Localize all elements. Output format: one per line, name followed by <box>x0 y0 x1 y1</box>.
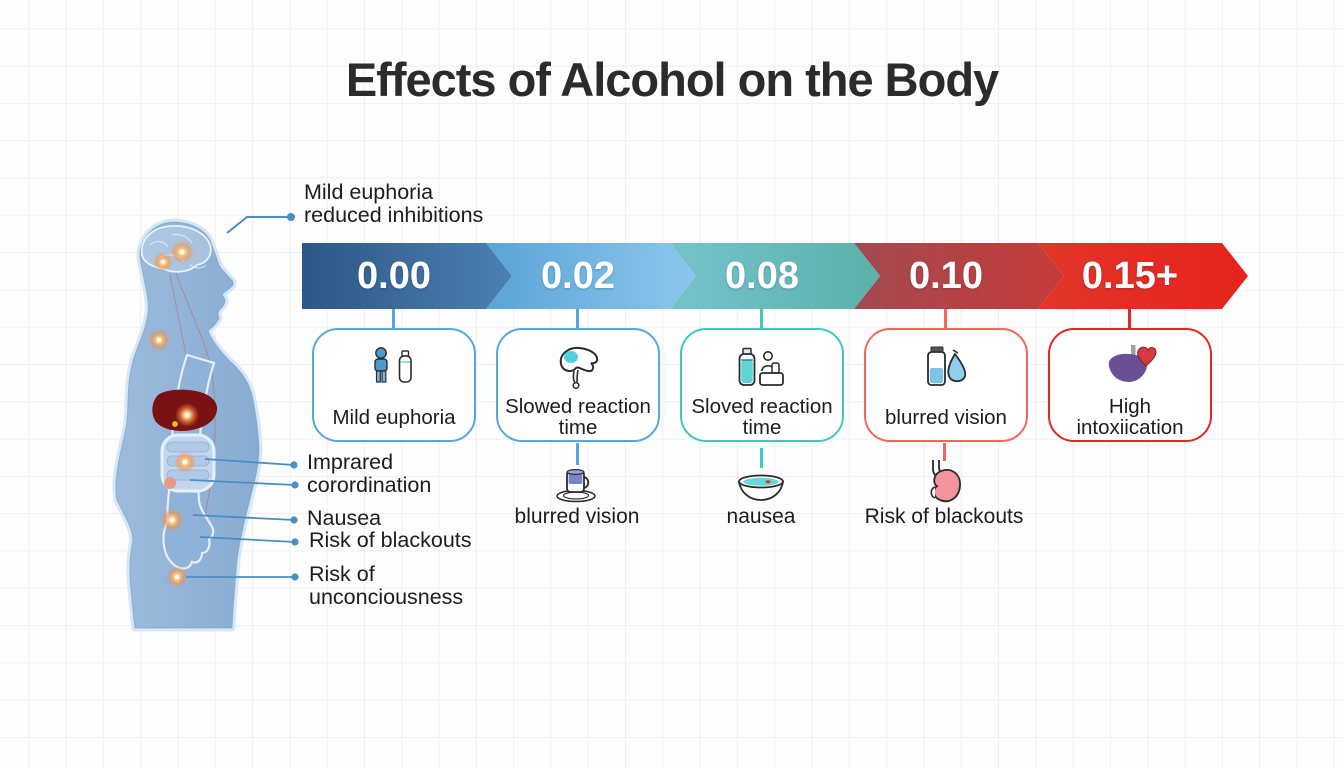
stage-box-blurred-vision: blurred vision <box>864 328 1028 442</box>
stage-label: Slowed reaction time <box>505 395 651 439</box>
bowl-icon <box>734 472 788 509</box>
bac-segment-0.00: 0.00 <box>302 243 512 309</box>
annotation-line: corordination <box>307 472 432 497</box>
liver-icon <box>551 340 605 394</box>
annotation-risk-of-unconsciousness: Risk of unconciousness <box>309 563 463 608</box>
bottle-and-figure-icon <box>735 340 789 394</box>
person-and-bottle-icon <box>371 340 417 394</box>
stage-box-high-intoxication: High intoxiication <box>1048 328 1212 442</box>
annotation-impaired-coordination: Imprared corordination <box>307 451 431 496</box>
annotation-line: unconciousness <box>309 584 464 609</box>
bac-segment-0.10: 0.10 <box>854 243 1064 309</box>
bac-value: 0.00 <box>357 255 431 297</box>
bac-segment-0.15plus: 0.15+ <box>1038 243 1248 309</box>
glow-points <box>148 240 199 588</box>
annotation-mild-euphoria: Mild euphoria reduced inhibitions <box>304 181 483 226</box>
bac-value: 0.10 <box>909 255 983 297</box>
gallbladder-dot <box>171 420 179 428</box>
connector-line <box>576 309 579 329</box>
bac-value: 0.15+ <box>1081 255 1179 297</box>
bac-segment-0.02: 0.02 <box>486 243 696 309</box>
page-title: Effects of Alcohol on the Body <box>345 53 999 106</box>
annotation-line: Risk of <box>309 562 375 586</box>
stage-label: blurred vision <box>885 405 1007 429</box>
annotation-nausea: Nausea <box>307 507 381 530</box>
connector-line <box>760 448 763 468</box>
annotation-line: Risk of blackouts <box>309 528 472 552</box>
bac-value: 0.02 <box>541 255 615 297</box>
connector-line <box>392 309 395 329</box>
stage-label: High intoxiication <box>1076 395 1184 439</box>
annotation-line: Imprared <box>307 450 394 474</box>
annotation-risk-of-blackouts: Risk of blackouts <box>309 529 472 552</box>
annotation-line: Nausea <box>307 506 382 530</box>
stage-label: Mild euphoria <box>332 405 456 429</box>
human-body-figure <box>112 218 263 632</box>
stomach-icon <box>922 458 966 511</box>
bottle-and-flask-icon <box>922 340 970 394</box>
stage-box-slowed-reaction: Slowed reaction time <box>496 328 660 442</box>
annotation-line: Mild euphoria <box>304 180 434 204</box>
connector-line <box>760 309 763 329</box>
stage-box-mild-euphoria: Mild euphoria <box>312 328 476 442</box>
sub-effect-label: blurred vision <box>514 505 640 528</box>
bac-segment-0.08: 0.08 <box>670 243 880 309</box>
connector-line <box>1128 309 1131 329</box>
liver-and-heart-icon <box>1101 340 1159 394</box>
bac-value: 0.08 <box>725 255 799 297</box>
stage-label: Sloved reaction time <box>691 395 833 439</box>
sub-effect-label: Risk of blackouts <box>864 505 1024 528</box>
sub-effect-label: nausea <box>726 505 796 528</box>
annotation-line: reduced inhibitions <box>304 202 484 227</box>
cup-on-saucer-icon <box>553 464 601 509</box>
stage-box-sloved-reaction: Sloved reaction time <box>680 328 844 442</box>
connector-line <box>576 443 579 465</box>
connector-line <box>944 309 947 329</box>
connector-line <box>943 443 946 461</box>
